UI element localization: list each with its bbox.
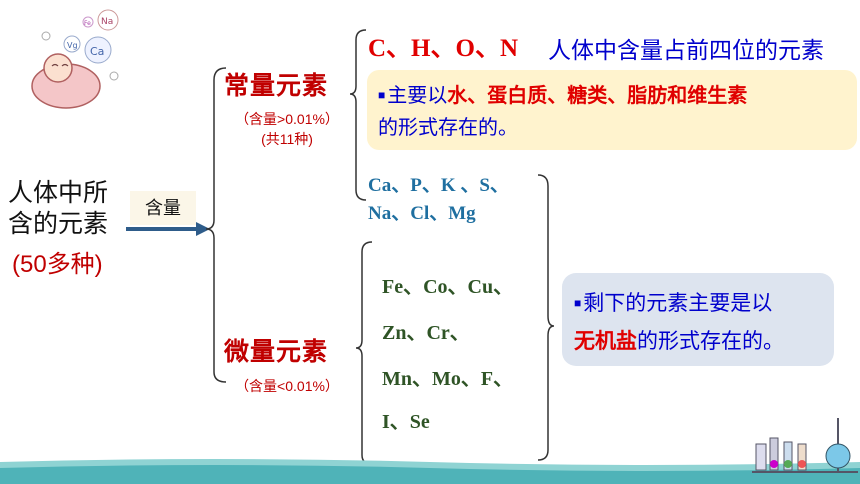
element-line: Na、Cl、Mg <box>368 203 476 224</box>
major-minor-bracket <box>537 174 555 461</box>
other-major-elements: Ca、P、K 、S、 Na、Cl、Mg <box>368 172 548 228</box>
element-line: Ca、P、K 、S、 <box>368 175 509 196</box>
major-form-text: ■主要以水、蛋白质、糖类、脂肪和维生素的形式存在的。 <box>378 79 848 144</box>
root-label-line1: 人体中所 <box>8 179 109 207</box>
bullet-icon: ■ <box>574 296 582 310</box>
trace-element-line: Zn、Cr、 <box>382 322 470 344</box>
main-bracket <box>205 67 227 383</box>
trace-form-text1: 剩下的元素主要是以 <box>583 292 773 315</box>
bubble-label: Fe <box>84 20 91 27</box>
trace-elements-note: （含量<0.01%） <box>235 378 339 394</box>
trace-bracket <box>355 241 373 465</box>
trace-elements-title: 微量元素 <box>224 338 329 366</box>
content-arrow-head <box>196 222 210 236</box>
major-note-line1: （含量>0.01%） <box>235 111 339 127</box>
root-label: 人体中所 含的元素 <box>8 178 108 240</box>
bubble-label: Ca <box>90 45 104 58</box>
trace-element-line: Mn、Mo、F、 <box>382 368 514 390</box>
root-label-line2: 含的元素 <box>8 210 109 238</box>
major-form-text2: 的形式存在的。 <box>378 117 518 139</box>
bullet-icon: ■ <box>378 88 386 102</box>
top-four-elements: C、H、O、N <box>368 35 519 62</box>
trace-form-highlight: 无机盐 <box>574 330 637 353</box>
major-bracket <box>349 29 367 201</box>
major-elements-title: 常量元素 <box>224 72 329 100</box>
major-note-line2: (共11种) <box>261 131 313 147</box>
trace-form-text: ■剩下的元素主要是以无机盐的形式存在的。 <box>574 284 828 361</box>
trace-element-line: I、Se <box>382 411 430 433</box>
trace-element-line: Fe、Co、Cu、 <box>382 276 514 298</box>
major-elements-note: （含量>0.01%） (共11种) <box>212 109 362 149</box>
trace-form-text2: 的形式存在的。 <box>637 330 784 353</box>
bottom-wave-decoration <box>0 459 860 484</box>
root-count: (50多种) <box>12 251 103 278</box>
major-form-highlight: 水、蛋白质、糖类、脂肪和维生素 <box>447 85 748 107</box>
lab-glassware-icon <box>752 418 858 473</box>
arrow-label: 含量 <box>130 191 196 225</box>
major-form-text1: 主要以 <box>387 85 448 107</box>
bubble-label: Vg <box>67 41 78 50</box>
trace-form-box <box>562 273 834 366</box>
major-form-box <box>367 70 857 150</box>
bubble-label: Na <box>101 17 113 27</box>
baby-elements-logo: Vg Ca Na Fe <box>31 9 119 109</box>
top-four-description: 人体中含量占前四位的元素 <box>548 37 824 63</box>
